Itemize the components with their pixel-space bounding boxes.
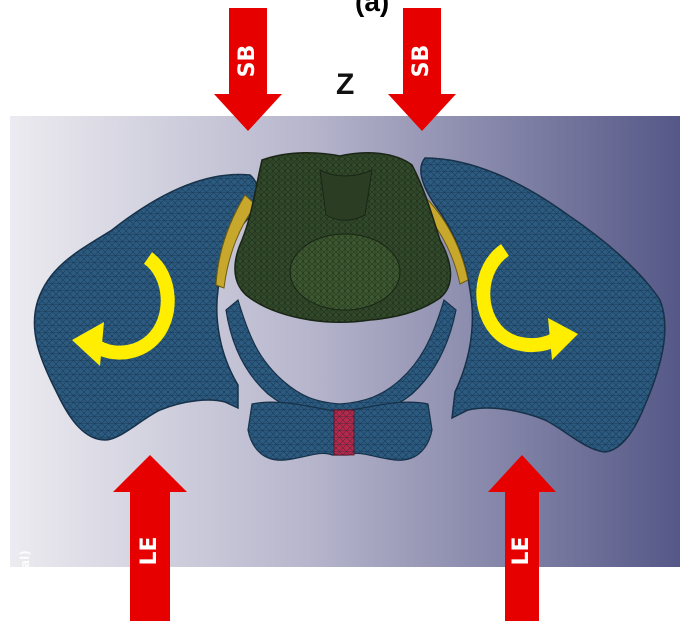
sacrum xyxy=(235,153,451,323)
image-credit: al) xyxy=(18,528,38,568)
axis-label-z: Z xyxy=(336,68,360,100)
load-label-top-right: SB xyxy=(409,36,435,86)
pubis xyxy=(248,402,432,460)
load-label-top-left: SB xyxy=(235,36,261,86)
load-label-bottom-left: LE xyxy=(137,526,163,576)
figure-caption: (a) xyxy=(355,0,495,12)
load-label-bottom-right: LE xyxy=(509,526,535,576)
